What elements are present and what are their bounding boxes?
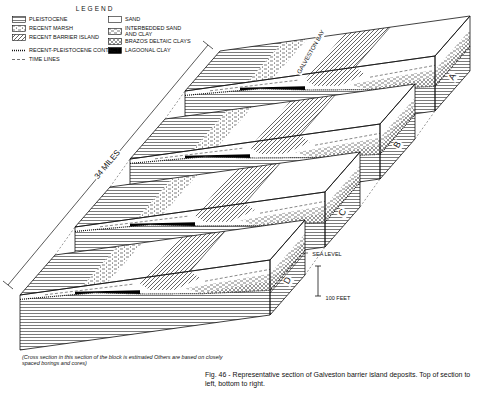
end-face	[380, 84, 415, 179]
legend-text: PLEISTOCENE	[29, 16, 67, 22]
continuation-line	[55, 227, 75, 255]
shoreline	[190, 231, 225, 271]
time-line	[370, 65, 435, 77]
note-text: (Cross section in this section of the bl…	[22, 354, 227, 366]
legend-text: SAND	[125, 16, 140, 22]
time-line	[205, 269, 270, 281]
front-face	[20, 260, 270, 350]
block-outline	[435, 16, 470, 111]
end-face	[435, 16, 470, 111]
continuation-line	[165, 91, 185, 119]
section-block	[20, 220, 308, 350]
legend-text: BRAZOS DELTAIC CLAYS	[125, 38, 191, 44]
pattern-swatch	[109, 39, 122, 45]
top-face	[185, 16, 470, 91]
legend-item: RECENT-PLEISTOCENE CONTACT	[12, 47, 119, 54]
pattern-swatch	[109, 28, 122, 34]
legend-text: TIME LINES	[29, 56, 60, 62]
legend-item: RECENT BARRIER ISLAND	[12, 34, 99, 41]
pattern-swatch	[109, 17, 122, 23]
block-outline	[20, 260, 270, 350]
shoreline	[245, 163, 280, 203]
figure-caption: Fig. 46 - Representative section of Galv…	[205, 371, 477, 389]
sea-level-line	[270, 253, 308, 293]
legend-item: TIME LINES	[12, 56, 60, 63]
pattern-swatch	[13, 17, 26, 23]
legend-item: RECENT MARSH	[12, 25, 73, 32]
top-face	[20, 220, 305, 295]
legend-item: INTERBEDDED SAND AND CLAY	[108, 25, 187, 37]
pleistocene-unit	[270, 250, 305, 315]
legend-item: SAND	[108, 16, 140, 23]
figure-label: 100 FEET	[326, 295, 351, 301]
contact-line	[435, 46, 470, 86]
contact-line	[270, 250, 305, 290]
top-face	[75, 152, 360, 227]
pleistocene-unit	[435, 46, 470, 111]
figure-label: 34 MILES	[93, 148, 124, 182]
legend-swatch	[12, 56, 26, 63]
legend-swatch	[108, 16, 122, 23]
figure-label: SEA LEVEL	[312, 251, 341, 257]
contact-line	[20, 290, 270, 299]
legend-swatch	[108, 28, 122, 35]
block-outline	[325, 152, 360, 247]
legend-heading: LEGEND	[76, 5, 115, 12]
legend-text: INTERBEDDED SAND AND CLAY	[125, 25, 187, 37]
shoreline	[355, 27, 390, 67]
block-outline	[130, 84, 415, 159]
legend-swatch	[108, 38, 122, 45]
legend-swatch	[12, 25, 26, 32]
pleistocene-unit	[325, 182, 360, 247]
time-line-sample	[12, 59, 26, 60]
time-line	[315, 133, 380, 145]
block-outline	[185, 16, 470, 91]
shoreline	[300, 95, 335, 135]
legend-swatch	[12, 34, 26, 41]
continuation-line	[360, 179, 380, 207]
pattern-swatch	[13, 35, 26, 41]
contact-line	[380, 114, 415, 154]
block-outline	[380, 84, 415, 179]
scale-bar	[315, 266, 321, 296]
top-face	[130, 84, 415, 159]
legend-item: BRAZOS DELTAIC CLAYS	[108, 38, 191, 45]
pattern-swatch	[13, 26, 26, 32]
block-outline	[20, 220, 305, 295]
legend-text: RECENT MARSH	[29, 25, 73, 31]
legend-swatch	[12, 47, 26, 54]
time-line	[260, 201, 325, 213]
legend-text: RECENT BARRIER ISLAND	[29, 34, 99, 40]
legend-text: RECENT-PLEISTOCENE CONTACT	[29, 47, 119, 53]
end-face	[270, 220, 305, 315]
end-face	[325, 152, 360, 247]
legend-swatch	[12, 16, 26, 23]
contact-line	[325, 182, 360, 222]
block-outline	[75, 152, 360, 227]
block-outline	[270, 220, 305, 315]
pleistocene-unit	[380, 114, 415, 179]
brazos-clay	[200, 281, 270, 294]
continuation-line	[415, 111, 435, 139]
contact-sample	[12, 50, 26, 51]
legend-item: PLEISTOCENE	[12, 16, 67, 23]
legend-text: LAGOONAL CLAY	[125, 47, 171, 53]
